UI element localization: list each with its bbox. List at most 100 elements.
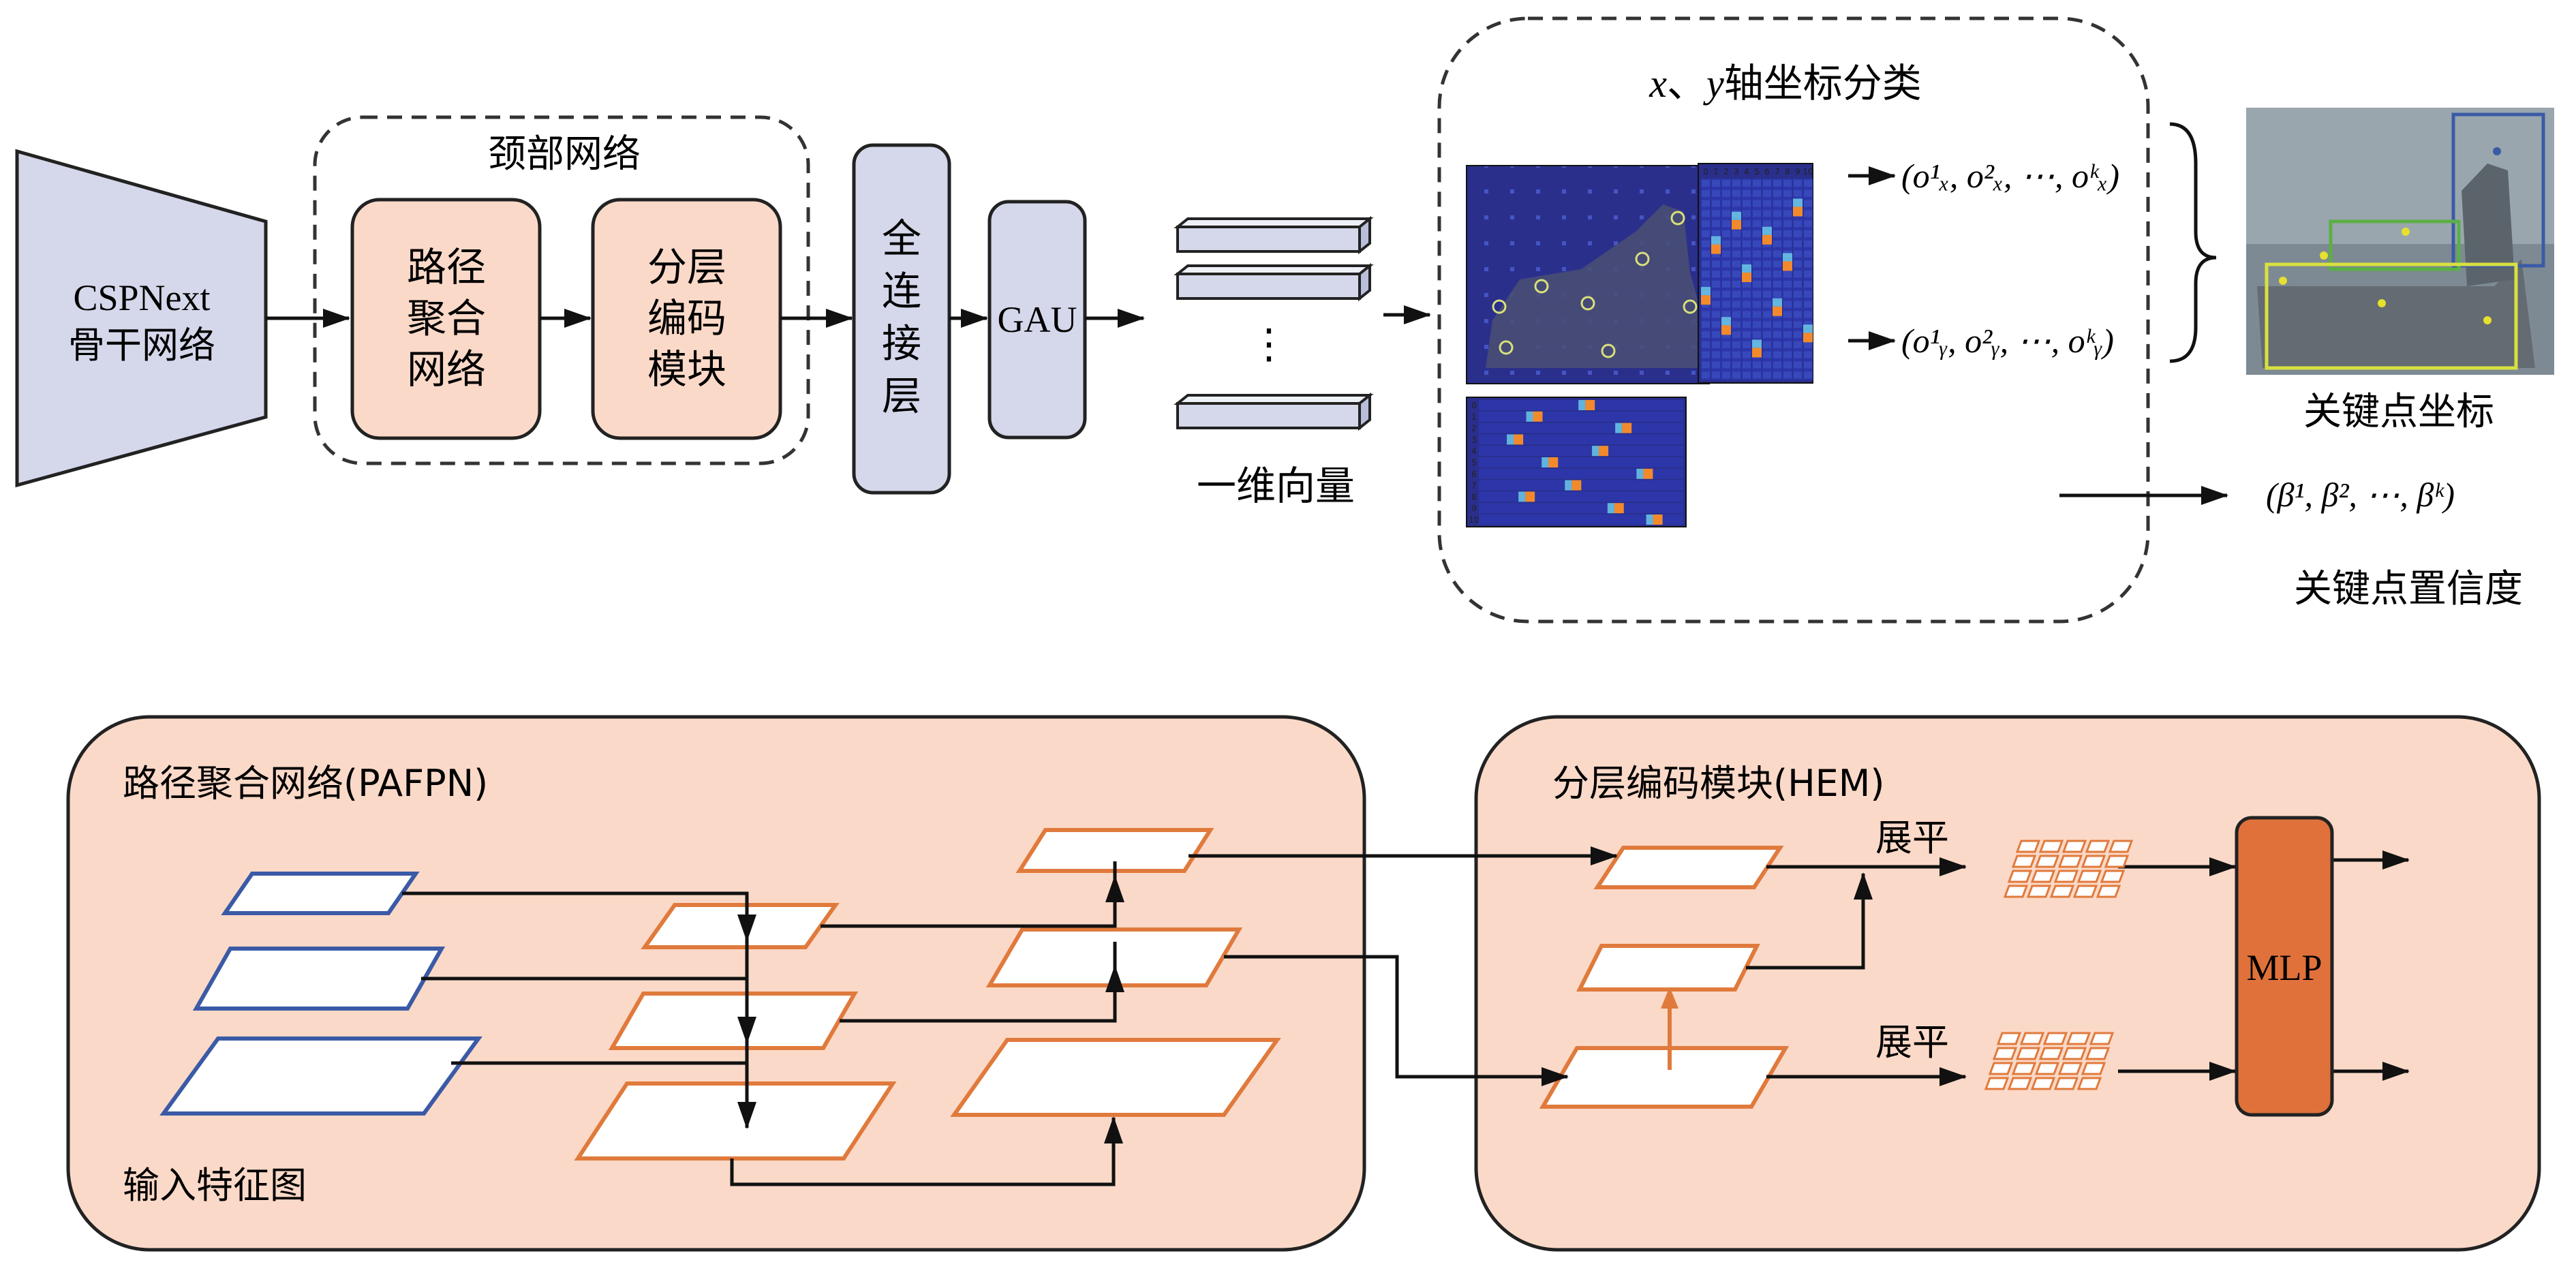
flattened-cell bbox=[2015, 1047, 2041, 1060]
x-axis-tick: 9 bbox=[1795, 167, 1800, 176]
flattened-cell bbox=[2038, 1047, 2064, 1060]
flattened-cell bbox=[2104, 855, 2130, 868]
flattened-cell bbox=[2096, 885, 2121, 898]
x-axis-tick: 1 bbox=[1713, 167, 1719, 176]
flattened-cell bbox=[2038, 840, 2064, 853]
x-heat-column bbox=[1732, 179, 1741, 380]
ship-keypoint-photo bbox=[2246, 108, 2554, 375]
flattened-cell bbox=[2034, 1062, 2060, 1075]
flattened-cell bbox=[2030, 1077, 2056, 1090]
input-feature-map bbox=[221, 872, 420, 915]
y-axis-tick: 0 bbox=[1471, 401, 1477, 410]
x-heat-column bbox=[1701, 179, 1711, 380]
input-feature-map bbox=[192, 947, 446, 1011]
x-heat-column bbox=[1711, 179, 1721, 380]
flattened-cell bbox=[2007, 870, 2033, 883]
hem-box-line2: 编码 bbox=[647, 295, 726, 341]
backbone-block: CSPNext 骨干网络 bbox=[15, 149, 268, 488]
x-axis-tick: 7 bbox=[1775, 167, 1780, 176]
keypoint-coord-label: 关键点坐标 bbox=[2303, 390, 2494, 434]
x-heat-column bbox=[1793, 179, 1803, 380]
topdown-feature-map bbox=[574, 1081, 897, 1161]
hem-box-line3: 模块 bbox=[647, 346, 726, 393]
x-heat-column bbox=[1742, 179, 1751, 380]
flattened-cell bbox=[2030, 870, 2056, 883]
flattened-cell bbox=[2034, 855, 2060, 868]
fc-layer-block: 全 连 接 层 bbox=[852, 143, 951, 495]
fc-label-3: 接 bbox=[882, 320, 921, 367]
flattened-cell bbox=[2076, 870, 2102, 883]
flattened-cell bbox=[2057, 855, 2083, 868]
vector-stack: ⋮ 一维向量 bbox=[1174, 215, 1374, 509]
y-heat-row bbox=[1479, 423, 1683, 433]
y-axis-tick: 7 bbox=[1471, 481, 1477, 491]
y-axis-tick: 6 bbox=[1471, 470, 1477, 479]
flattened-grid bbox=[1984, 1032, 2115, 1090]
pafpn-box-line2: 聚合 bbox=[407, 295, 486, 341]
pafpn-panel-title: 路径聚合网络(PAFPN) bbox=[123, 762, 488, 805]
flattened-cell bbox=[2076, 1077, 2102, 1090]
y-axis-tick: 5 bbox=[1471, 458, 1477, 467]
x-heat-column bbox=[1752, 179, 1762, 380]
flattened-cell bbox=[2066, 1032, 2091, 1045]
y-heat-row bbox=[1479, 468, 1683, 479]
flattened-cell bbox=[1988, 1062, 2014, 1075]
x-heat-column bbox=[1762, 179, 1772, 380]
flattened-cell bbox=[2053, 870, 2079, 883]
confidence-formula: (β¹, β², ⋯, βᵏ) bbox=[2266, 476, 2455, 514]
y-heat-row bbox=[1479, 434, 1683, 445]
flattened-cell bbox=[2061, 1047, 2087, 1060]
y-heat-row bbox=[1479, 400, 1683, 410]
classification-title: x、y轴坐标分类 bbox=[1649, 60, 1922, 106]
keypoint-heatmap-image bbox=[1466, 165, 1710, 384]
flattened-cell bbox=[1984, 1077, 2010, 1090]
fc-label-1: 全 bbox=[882, 215, 921, 262]
flattened-cell bbox=[1996, 1032, 2022, 1045]
flattened-cell bbox=[1992, 1047, 2018, 1060]
hem-feature-map bbox=[1576, 944, 1760, 992]
hem-box-line1: 分层 bbox=[647, 244, 726, 290]
neck-group: 颈部网络 路径 聚合 网络 分层 编码 模块 bbox=[313, 115, 810, 465]
confidence-label: 关键点置信度 bbox=[2294, 567, 2523, 611]
backbone-label-1: CSPNext bbox=[73, 277, 210, 318]
backbone-label-2: 骨干网络 bbox=[68, 324, 215, 367]
x-axis-tick: 0 bbox=[1703, 167, 1708, 176]
vector-bar bbox=[1174, 392, 1374, 431]
y-axis-tick: 1 bbox=[1471, 412, 1477, 422]
mlp-label: MLP bbox=[2246, 947, 2322, 988]
x-axis-tick: 4 bbox=[1744, 167, 1749, 176]
fc-label-2: 连 bbox=[882, 268, 921, 314]
hem-feature-map bbox=[1539, 1046, 1790, 1109]
hem-feature-map bbox=[1593, 846, 1784, 889]
bottomup-feature-map bbox=[1015, 828, 1214, 873]
gau-label: GAU bbox=[998, 299, 1077, 340]
flattened-cell bbox=[2100, 870, 2126, 883]
bottomup-feature-map bbox=[950, 1038, 1281, 1117]
flattened-grid bbox=[2003, 840, 2134, 898]
vector-bar bbox=[1174, 262, 1374, 302]
flattened-cell bbox=[2061, 840, 2087, 853]
flattened-cell bbox=[2081, 1062, 2106, 1075]
flattened-cell bbox=[2049, 885, 2075, 898]
flattened-cell bbox=[2089, 1032, 2115, 1045]
flattened-cell bbox=[2057, 1062, 2083, 1075]
flatten-label-top: 展平 bbox=[1875, 816, 1949, 859]
input-feature-map bbox=[159, 1036, 482, 1116]
y-axis-tick: 9 bbox=[1471, 504, 1477, 513]
topdown-feature-map bbox=[608, 992, 859, 1050]
flattened-cell bbox=[2011, 855, 2037, 868]
x-axis-tick: 2 bbox=[1723, 167, 1729, 176]
flattened-cell bbox=[2072, 885, 2098, 898]
flattened-cell bbox=[2085, 1047, 2111, 1060]
x-axis-tick: 8 bbox=[1785, 167, 1790, 176]
y-axis-tick: 10 bbox=[1469, 515, 1479, 525]
flattened-cell bbox=[2011, 1062, 2037, 1075]
flatten-label-bottom: 展平 bbox=[1875, 1021, 1949, 1064]
flattened-cell bbox=[2015, 840, 2041, 853]
x-coordinate-formula: (o¹ₓ, o²ₓ, ⋯, oᵏₓ) bbox=[1901, 157, 2119, 195]
y-coordinate-formula: (o¹ᵧ, o²ᵧ, ⋯, oᵏᵧ) bbox=[1901, 322, 2114, 360]
flattened-cell bbox=[2108, 840, 2134, 853]
flattened-cell bbox=[2042, 1032, 2068, 1045]
hem-panel: 分层编码模块(HEM) 展平 展平 MLP bbox=[1189, 715, 2541, 1252]
